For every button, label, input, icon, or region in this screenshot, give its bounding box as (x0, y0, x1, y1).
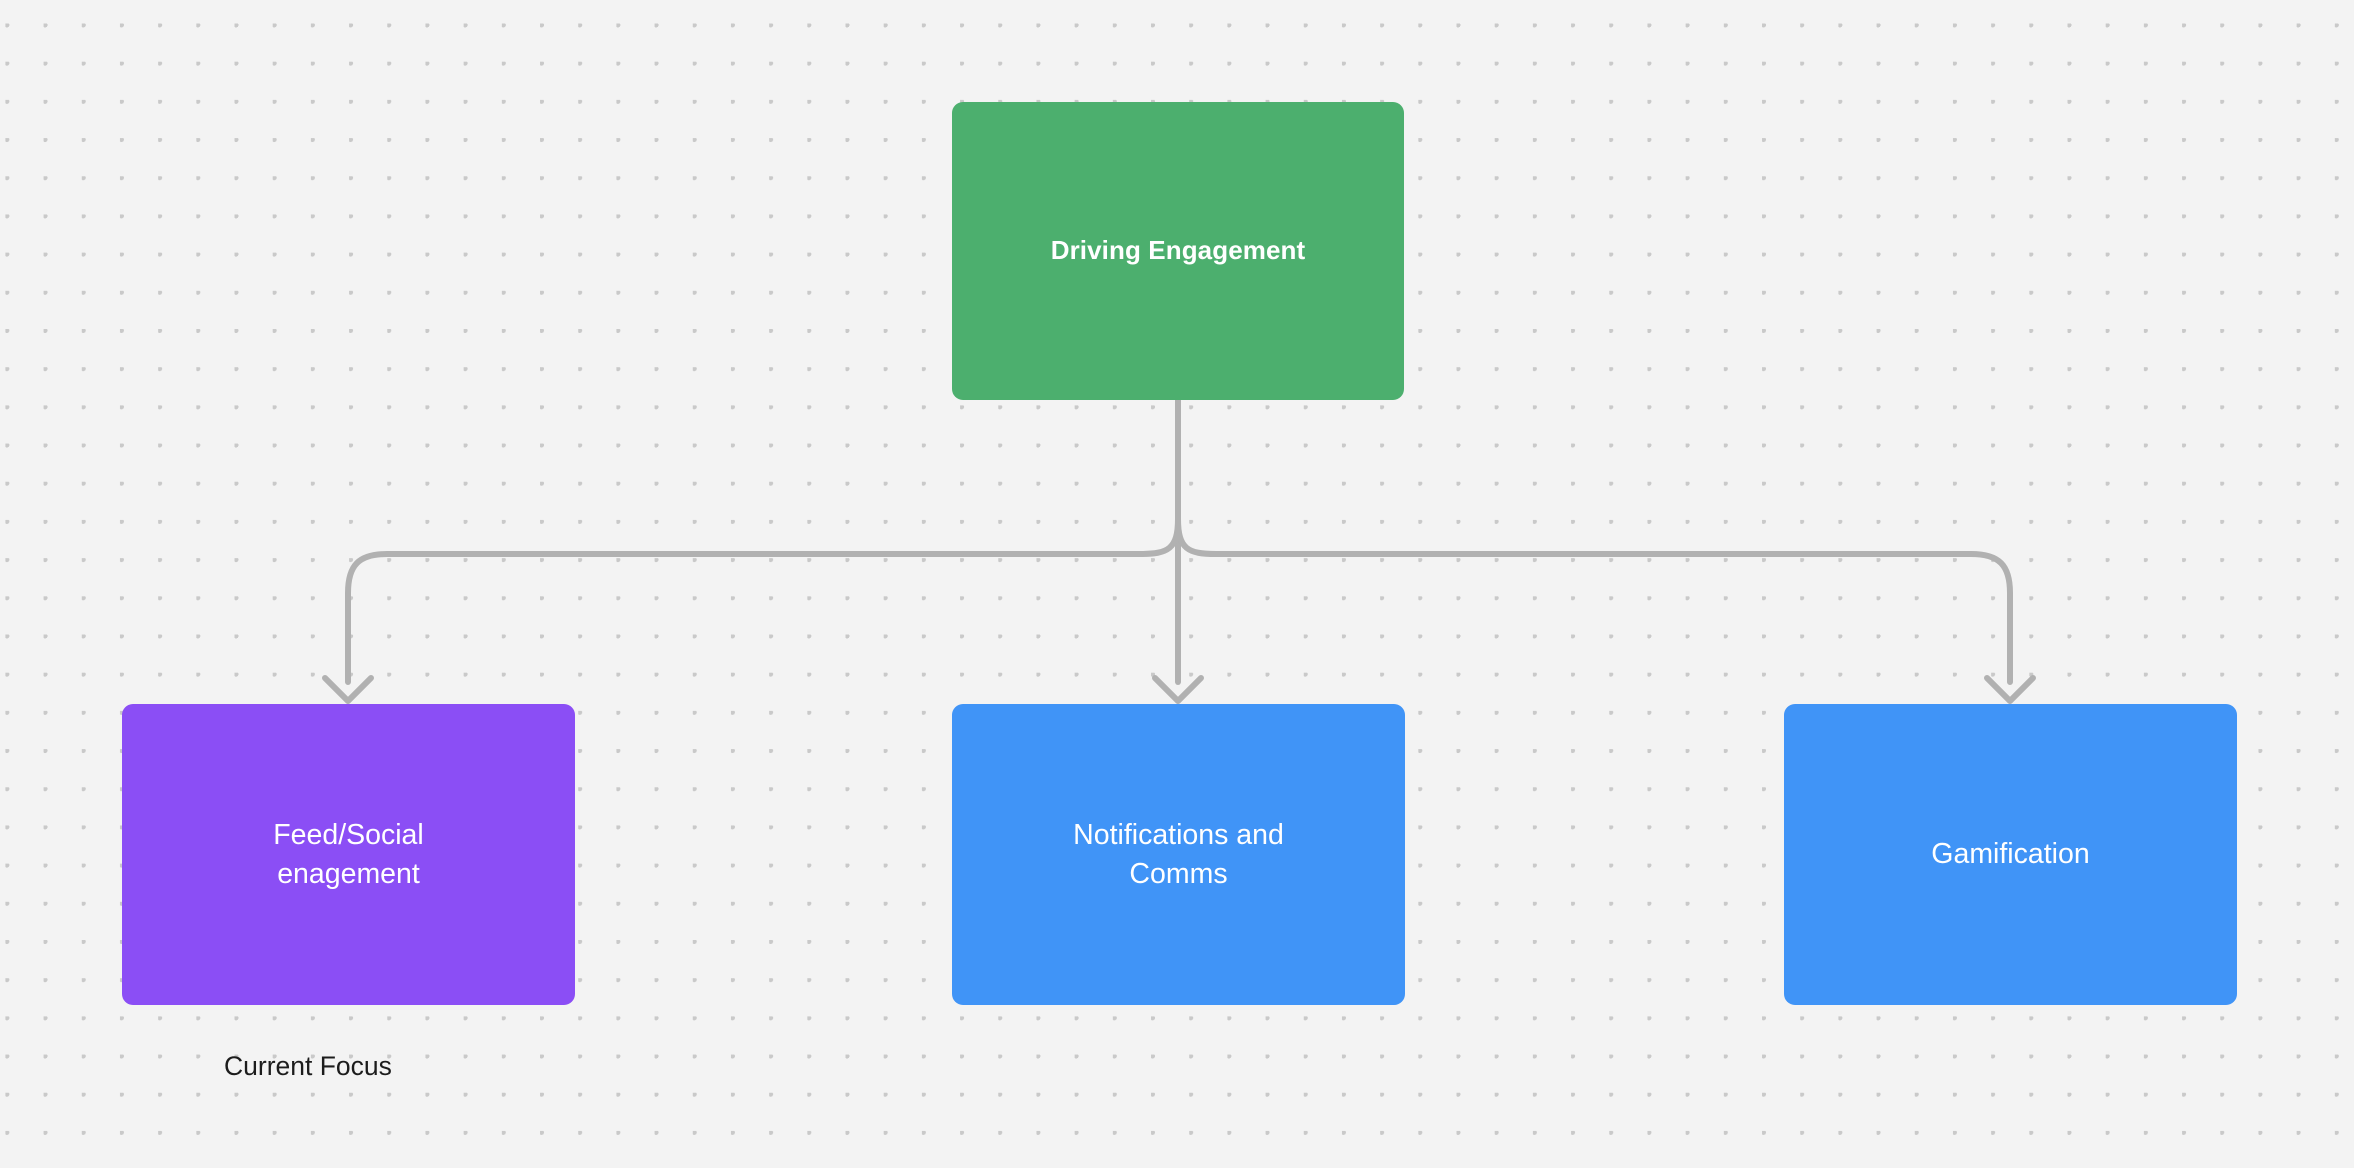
edge-root-to-feed (345, 516, 1181, 685)
node-label-notifications-and-comms: Notifications and Comms (1073, 818, 1284, 890)
arrowhead-gamification (1984, 675, 2036, 704)
node-notifications-and-comms[interactable]: Notifications and Comms (952, 704, 1405, 1005)
arrowhead-notifications (1152, 675, 1204, 704)
edge-root-to-gamification (1175, 516, 2013, 685)
node-feed-social-enagement[interactable]: Feed/Social enagement (122, 704, 575, 1005)
node-gamification[interactable]: Gamification (1784, 704, 2237, 1005)
node-driving-engagement[interactable]: Driving Engagement (952, 102, 1404, 400)
node-label-gamification: Gamification (1931, 838, 2090, 871)
arrowhead-feed (322, 675, 374, 704)
node-label-feed-social-enagement: Feed/Social enagement (273, 818, 424, 890)
node-label-driving-engagement: Driving Engagement (1050, 235, 1306, 266)
annotation-current-focus[interactable]: Current Focus (224, 1051, 392, 1081)
